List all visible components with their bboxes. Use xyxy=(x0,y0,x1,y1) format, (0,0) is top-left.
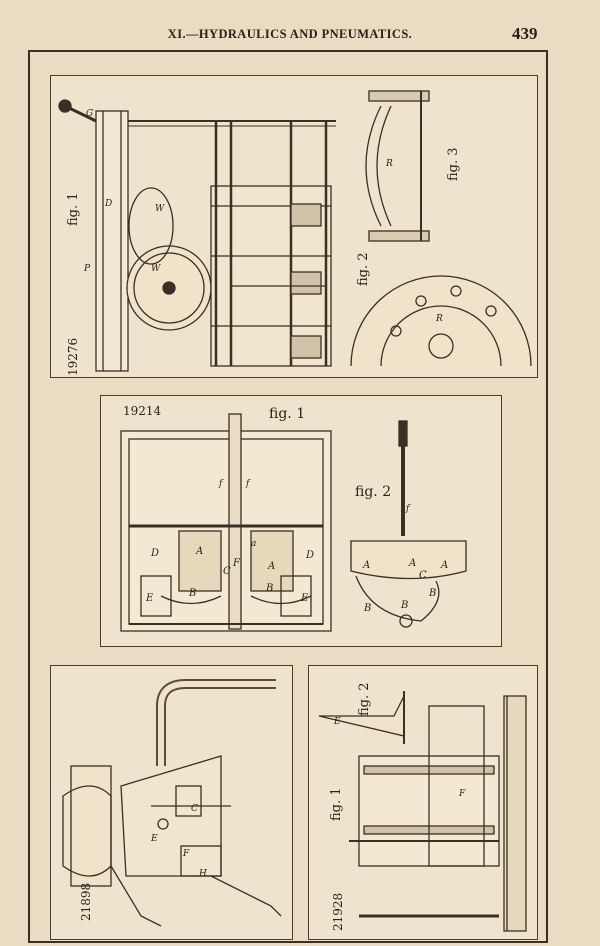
panel-19214-letter-B-right: B xyxy=(265,583,273,594)
panel-19276-fig2-label: fig. 2 xyxy=(356,252,371,286)
panel-19214-letter-E-right: E xyxy=(300,593,309,604)
panel-21898-drawing: E F H C xyxy=(62,679,282,927)
panel-19214-letter-a: a xyxy=(251,539,256,549)
engraving-plate xyxy=(28,50,548,943)
panel-19276-drawing: G W W P D R R xyxy=(58,90,532,372)
svg-text:F: F xyxy=(458,789,466,799)
panel-19276: G W W P D R R 19276 fig. 1 fig. 2 fig. 3 xyxy=(50,75,538,378)
panel-19214-letter-E-left: E xyxy=(145,593,154,604)
panel-19214-number: 19214 xyxy=(123,404,162,418)
panel-19276-number: 19276 xyxy=(66,337,80,376)
panel-19214-letter-F: F xyxy=(232,558,241,569)
panel-19214-drawing: D A C F A D E B B E A A C A B B B a f f … xyxy=(120,413,467,632)
svg-text:H: H xyxy=(198,869,207,879)
panel-21928-number: 21928 xyxy=(331,892,345,931)
panel-19214-fig2-letter-C: C xyxy=(419,570,427,581)
panel-19214-letter-D-right: D xyxy=(305,550,314,561)
panel-19214-letter-A-right: A xyxy=(267,561,275,572)
svg-text:E: E xyxy=(333,717,341,727)
panel-19214-fig2-letter-A1: A xyxy=(362,560,370,571)
panel-19214-fig2-letter-A3: A xyxy=(440,560,448,571)
panel-21928-fig2-label: fig. 2 xyxy=(357,682,372,716)
svg-text:G: G xyxy=(86,109,93,119)
panel-19214-letter-C: C xyxy=(223,566,231,577)
panel-19214: D A C F A D E B B E A A C A B B B a f f … xyxy=(100,395,502,647)
panel-19276-fig1-label: fig. 1 xyxy=(66,192,81,226)
panel-19214-letter-B-left: B xyxy=(188,588,196,599)
panel-21898-number: 21898 xyxy=(79,882,93,921)
svg-text:W: W xyxy=(155,204,165,214)
panel-21928: E F 21928 fig. 1 fig. 2 xyxy=(308,665,538,940)
panel-19214-fig2-letter-B2: B xyxy=(400,600,408,611)
panel-19214-fig2-letter-B3: B xyxy=(428,588,436,599)
panel-19214-fig2-letter-B1: B xyxy=(363,603,371,614)
panel-19214-letter-f1: f xyxy=(218,479,224,489)
panel-19214-fig1-label: fig. 1 xyxy=(269,406,306,422)
svg-text:D: D xyxy=(104,199,112,209)
panel-21928-drawing: E F xyxy=(318,691,527,932)
panel-19214-fig2-letter-A2: A xyxy=(408,558,416,569)
svg-text:P: P xyxy=(83,264,91,274)
svg-text:C: C xyxy=(191,804,198,814)
panel-19214-fig2-label: fig. 2 xyxy=(355,484,392,500)
panel-19214-fig2-letter-f: f xyxy=(405,504,411,514)
panel-19276-fig3-label: fig. 3 xyxy=(446,147,461,181)
panel-19214-letter-A-left: A xyxy=(195,546,203,557)
page-header-title: XI.—HYDRAULICS AND PNEUMATICS. xyxy=(167,27,413,41)
svg-text:R: R xyxy=(385,159,393,169)
panel-19214-letter-D-left: D xyxy=(150,548,159,559)
page-number: 439 xyxy=(512,24,538,43)
panel-21898: E F H C 21898 xyxy=(50,665,293,940)
svg-text:F: F xyxy=(182,849,190,859)
panel-21928-fig1-label: fig. 1 xyxy=(329,787,344,821)
svg-text:W: W xyxy=(151,264,161,274)
svg-text:E: E xyxy=(150,834,158,844)
panel-19214-letter-f2: f xyxy=(245,479,251,489)
svg-text:R: R xyxy=(435,314,443,324)
